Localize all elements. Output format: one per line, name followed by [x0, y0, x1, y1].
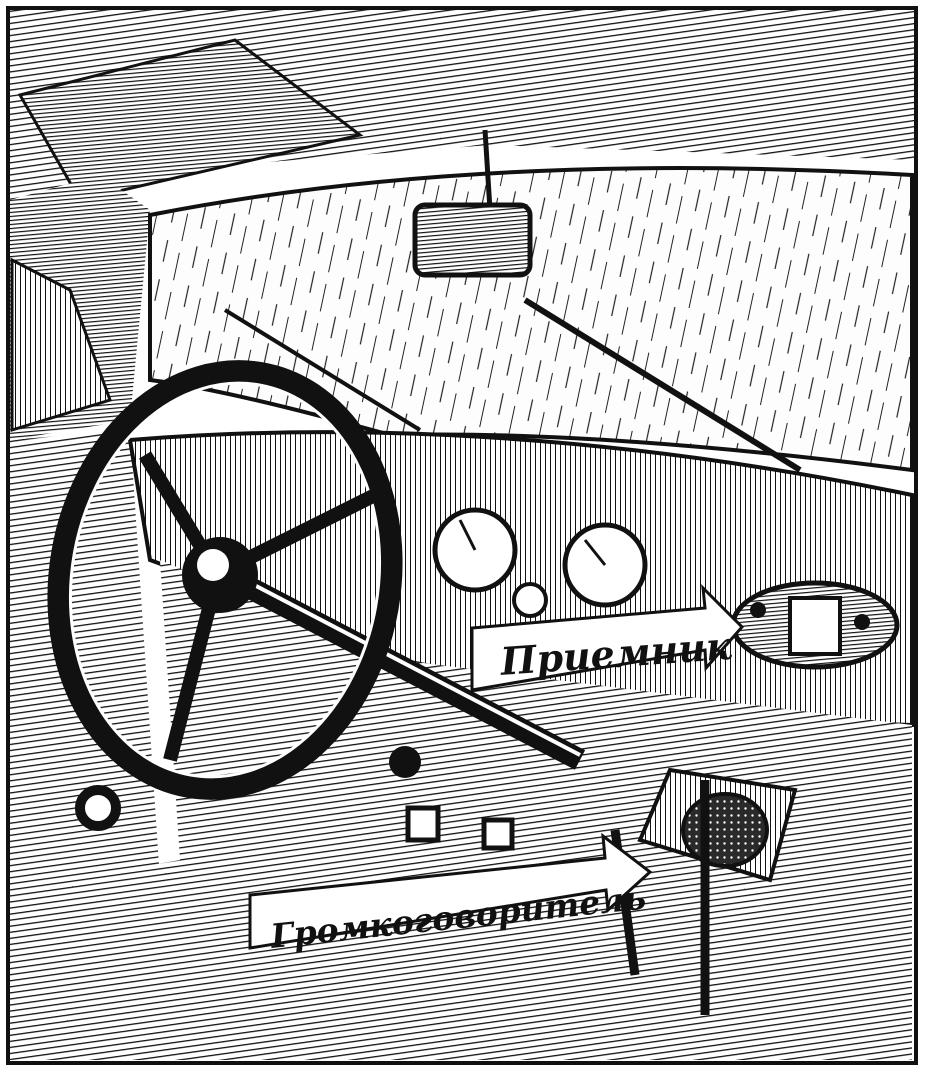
steering-column — [229, 570, 586, 770]
rear-view-mirror — [412, 202, 533, 278]
steering-hub-highlight — [197, 549, 229, 581]
illustration-frame — [6, 6, 918, 1065]
radio-knob-right — [854, 614, 870, 630]
steering-spoke-bottom — [163, 583, 222, 762]
ignition-knob — [389, 746, 421, 778]
loudspeaker-grille — [681, 792, 769, 868]
radio-receiver-dial — [788, 596, 842, 656]
mirror-stem — [482, 129, 493, 211]
receiver-arrow: Приемник — [470, 583, 745, 692]
switch-plate-left — [405, 805, 441, 843]
side-window — [10, 257, 112, 433]
radio-knob-left — [750, 602, 766, 618]
sun-visor — [17, 38, 364, 202]
wiper-blade-right — [523, 297, 802, 473]
window-crank — [75, 785, 121, 831]
wiper-blade-left — [223, 308, 422, 432]
steering-wheel — [47, 360, 403, 800]
switch-plate-right — [481, 817, 515, 851]
secondary-gauge-needle — [583, 539, 607, 566]
speedometer-needle — [458, 519, 477, 551]
steering-wheel-inner — [68, 381, 382, 779]
floor — [10, 860, 912, 1060]
small-dial — [512, 582, 548, 618]
steering-column-highlight — [234, 573, 581, 757]
door-panel — [10, 430, 160, 890]
